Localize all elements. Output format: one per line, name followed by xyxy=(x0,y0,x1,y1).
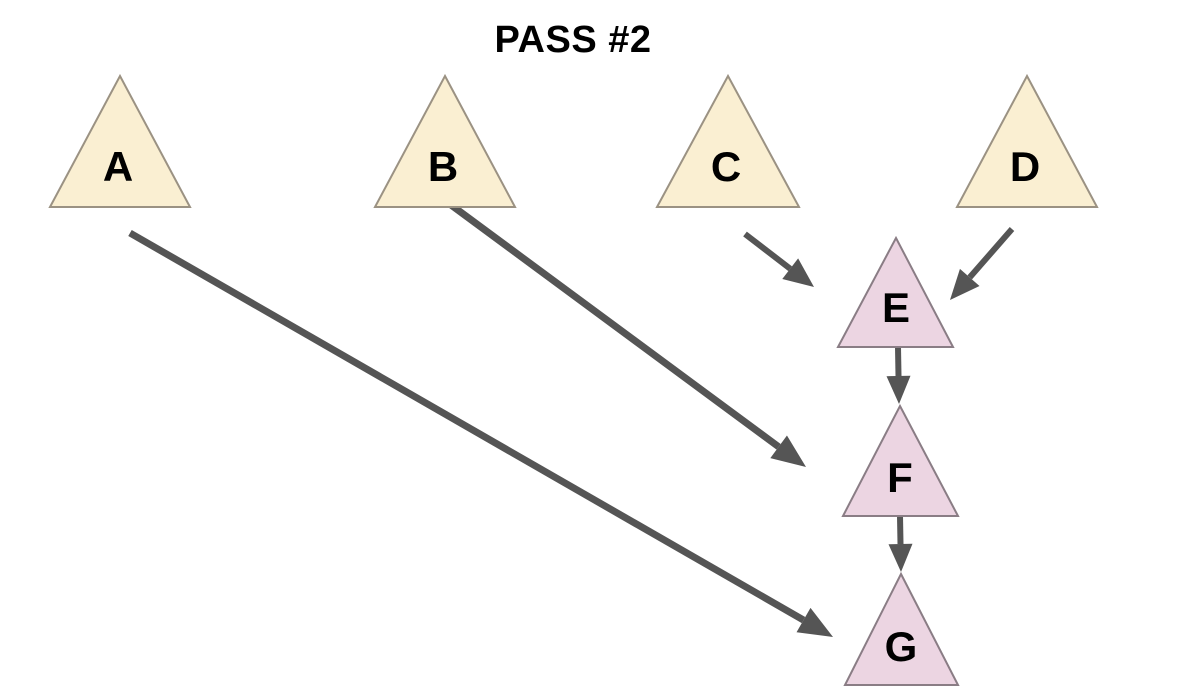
node-label: B xyxy=(428,143,458,190)
triangle-shape xyxy=(655,73,801,208)
node-label: G xyxy=(885,623,918,670)
diagram-title: PASS #2 xyxy=(495,19,652,61)
edge-shaft xyxy=(895,346,902,377)
node-b[interactable]: B xyxy=(373,73,517,208)
triangle-shape xyxy=(843,571,960,686)
triangle-shape xyxy=(48,73,192,208)
node-c[interactable]: C xyxy=(655,73,801,208)
node-d[interactable]: D xyxy=(955,73,1099,208)
edge-e-to-f xyxy=(886,346,911,404)
edge-shaft xyxy=(967,227,1015,280)
edge-shaft xyxy=(743,231,793,272)
node-g[interactable]: G xyxy=(843,571,960,686)
edge-shaft xyxy=(128,229,806,624)
arrowhead-icon xyxy=(770,435,806,467)
node-e[interactable]: E xyxy=(836,235,955,348)
node-layer: A B C D E F G xyxy=(48,73,1099,686)
arrowhead-icon xyxy=(950,268,980,300)
triangle-shape xyxy=(836,235,955,348)
arrowhead-icon xyxy=(886,375,911,404)
node-label: D xyxy=(1010,143,1040,190)
triangle-shape xyxy=(955,73,1099,208)
edge-shaft xyxy=(444,199,781,450)
edge-layer xyxy=(128,199,1015,637)
node-a[interactable]: A xyxy=(48,73,192,208)
node-label: A xyxy=(103,143,133,190)
edge-shaft xyxy=(897,515,904,545)
triangle-shape xyxy=(373,73,517,208)
edge-a-to-g xyxy=(128,229,833,637)
edge-c-to-e xyxy=(743,231,814,287)
triangle-shape xyxy=(841,403,960,517)
arrowhead-icon xyxy=(888,543,913,572)
node-label: C xyxy=(711,143,741,190)
node-label: E xyxy=(882,284,910,331)
arrowhead-icon xyxy=(782,258,814,287)
node-f[interactable]: F xyxy=(841,403,960,517)
edge-f-to-g xyxy=(888,515,913,572)
edge-b-to-f xyxy=(444,199,806,467)
edge-d-to-e xyxy=(950,227,1015,300)
arrowhead-icon xyxy=(796,607,833,637)
node-label: F xyxy=(887,454,913,501)
